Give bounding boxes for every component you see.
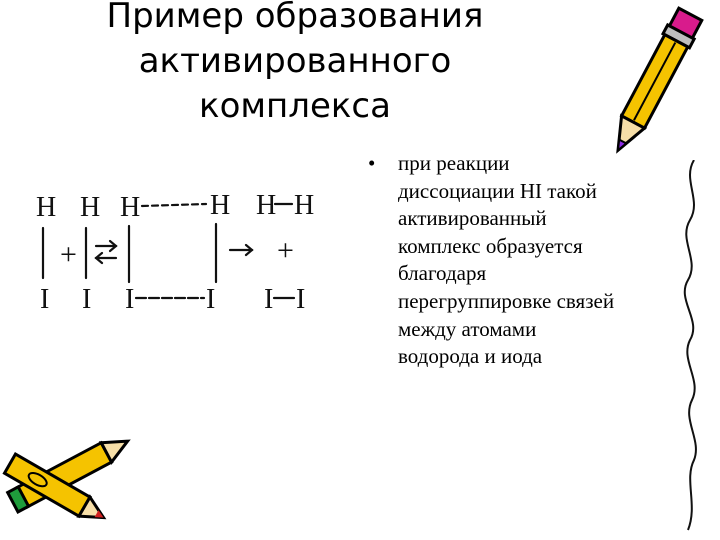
atom-h: H (120, 192, 140, 223)
atom-i: I (125, 284, 134, 315)
pencil-icon (616, 6, 704, 154)
atom-h: H (210, 190, 230, 221)
bullet-line: благодаря (398, 261, 487, 286)
eraser-icon (5, 484, 31, 514)
atom-i: I (40, 284, 49, 315)
bullet-icon: • (368, 151, 376, 175)
bullet-line: комплекс образуется (398, 233, 583, 258)
decorative-wave (683, 160, 697, 531)
slide-title: Пример образования активированного компл… (60, 0, 530, 129)
bullet-line: между атомами (398, 316, 537, 341)
bullet-paragraph: при реакции диссоциации HI такой активир… (398, 150, 614, 371)
title-line: комплекса (199, 86, 391, 126)
atom-i: I (264, 284, 273, 315)
bullet-line: активированный (398, 206, 547, 231)
arrow-head (108, 239, 118, 253)
partial-bond (140, 202, 208, 208)
plus-sign: + (277, 234, 294, 267)
atom-h: H (80, 192, 100, 223)
plus-sign: + (60, 238, 77, 271)
atom-i: I (296, 284, 305, 315)
atom-i: I (206, 284, 215, 315)
title-line: Пример образования (106, 0, 484, 36)
bullet-line: перегруппировке связей (398, 288, 615, 313)
bullet-line: диссоциации HI такой (398, 178, 597, 203)
atom-h: H (36, 192, 56, 223)
reaction-diagram: H H H H H H I I I I I I + + (36, 190, 314, 315)
arrow-head (244, 243, 254, 257)
atom-h: H (294, 190, 314, 221)
bullet-line: при реакции (398, 151, 510, 175)
title-line: активированного (138, 41, 452, 81)
pencil-tip-icon (98, 439, 131, 465)
arrow-head (94, 251, 104, 265)
atom-i: I (82, 284, 91, 315)
atom-h: H (256, 190, 276, 221)
bullet-line: водорода и иода (398, 344, 543, 369)
pencils-icon (2, 439, 131, 520)
